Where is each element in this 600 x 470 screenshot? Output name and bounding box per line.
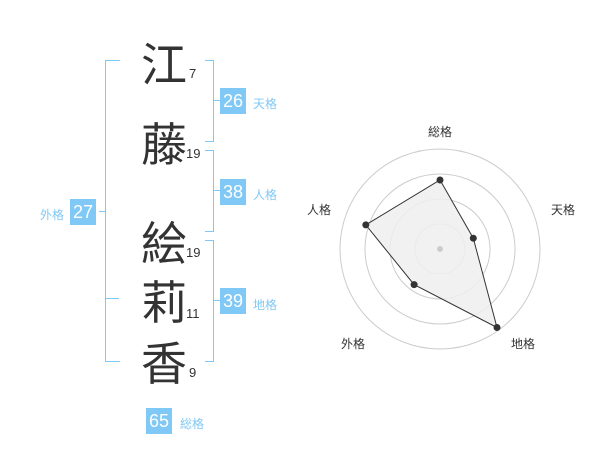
chikaku-label: 地格 [253,298,278,312]
gaikaku-score: 27 [70,199,97,225]
tenkaku-label: 天格 [253,97,278,111]
name-char-5: 香 [141,337,187,391]
tenkaku-score: 26 [220,88,247,114]
stroke-count-2: 19 [186,146,201,161]
jinkaku-score: 38 [220,179,247,205]
name-char-1: 江 [141,38,187,92]
gaikaku-connector [99,211,105,212]
stroke-count-1: 7 [189,66,197,81]
gaikaku-bracket [105,60,120,362]
gaikaku-label: 外格 [40,208,65,222]
name-char-2: 藤 [141,118,187,172]
radar-axis-label-gaikaku: 外格 [341,337,366,351]
tenkaku-bracket [205,60,214,142]
radar-point-2 [493,324,501,331]
gaikaku-middle-tick [105,298,119,299]
radar-point-3 [410,281,418,289]
soukaku-score: 65 [146,408,173,434]
name-char-4: 莉 [141,276,187,330]
jinkaku-label: 人格 [253,188,278,202]
radar-ring-3 [364,173,516,325]
tenkaku-connector [213,100,220,101]
name-char-3: 絵 [141,217,187,271]
radar-point-4 [362,221,370,229]
radar-point-0 [436,176,444,184]
radar-axis-label-chikaku: 地格 [511,337,536,351]
stroke-count-5: 9 [189,365,197,380]
radar-point-1 [469,234,477,242]
radar-axis-label-soukaku: 総格 [428,125,453,139]
jinkaku-connector [213,190,220,191]
stroke-count-4: 11 [186,306,200,321]
chikaku-score: 39 [220,288,247,314]
radar-polygon [365,179,498,329]
radar-axis-label-tenkaku: 天格 [551,203,576,217]
radar-center-dot [437,246,443,252]
radar-axis-label-jinkaku: 人格 [307,203,332,217]
jinkaku-bracket [205,150,214,232]
soukaku-label: 総格 [180,417,205,431]
chikaku-bracket [205,240,214,362]
stroke-count-3: 19 [186,245,201,260]
radar-ring-4 [339,148,541,350]
chikaku-connector [213,300,220,301]
